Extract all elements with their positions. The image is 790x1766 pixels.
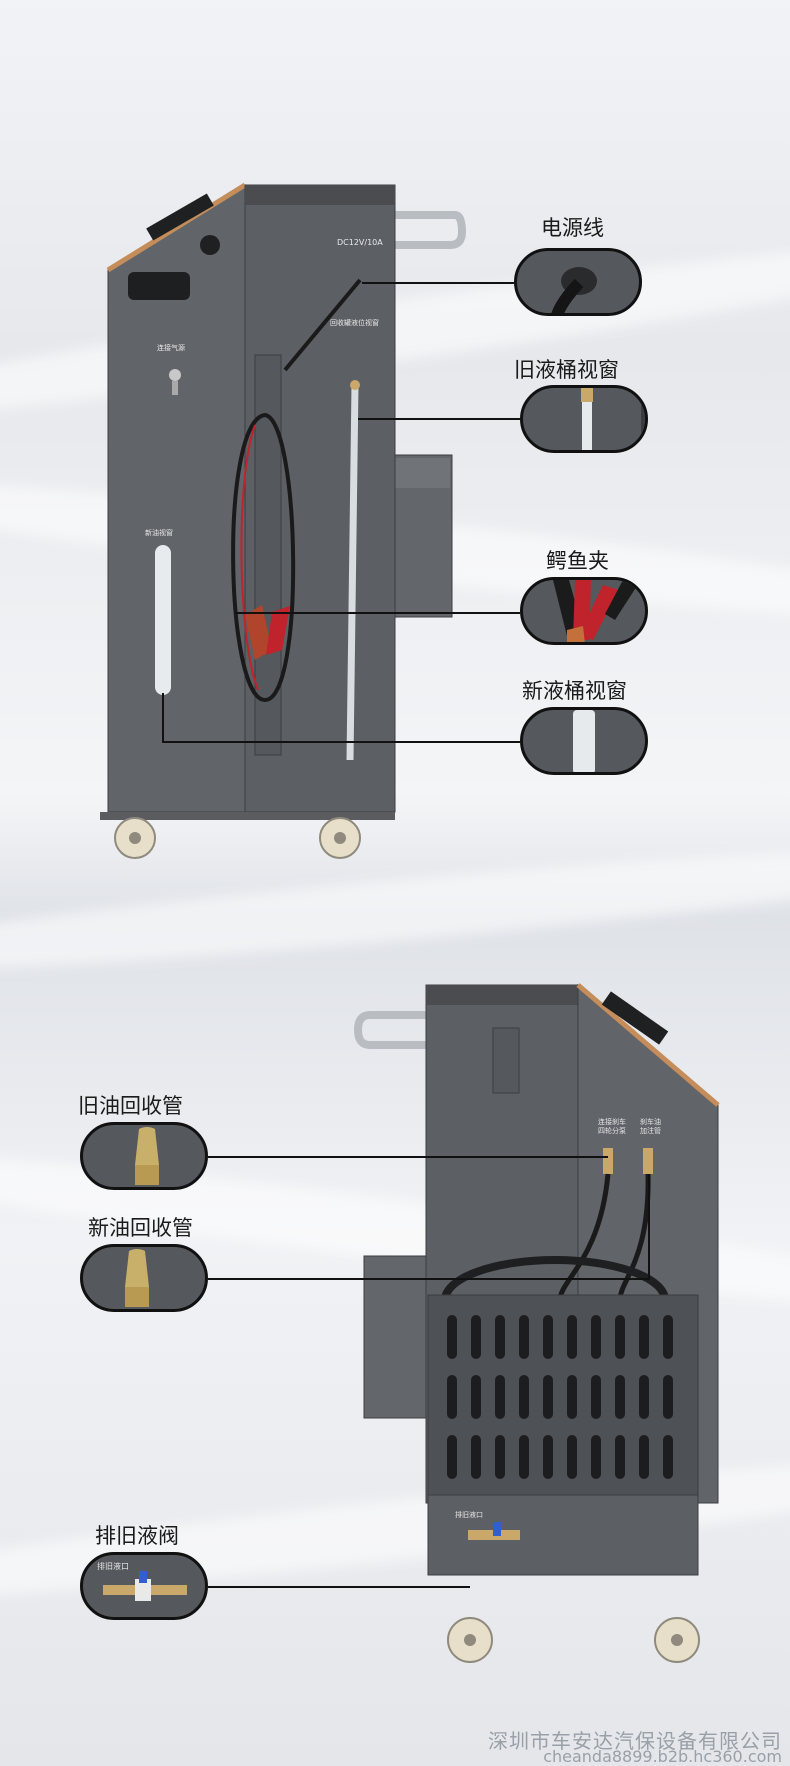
leader-old-oil-return — [208, 1156, 608, 1158]
callout-label-new-tank: 新液桶视窗 — [522, 679, 627, 703]
callout-alligator-clip — [520, 577, 648, 645]
callout-label-drain-valve: 排旧液阀 — [95, 1524, 179, 1548]
leader-new-tank-v — [162, 693, 164, 743]
callout-drain-port-text: 排旧液口 — [97, 1562, 129, 1571]
callout-new-tank — [520, 707, 648, 775]
callout-old-oil-return — [80, 1122, 208, 1190]
callout-old-tank — [520, 385, 648, 453]
air-inlet-label: 连接气源 — [157, 344, 185, 352]
leader-power-cord — [362, 282, 514, 284]
machine-rear-view: 连接刹车 四轮分泵 刹车油 加注管 排旧液口 旧油回收管 新油回收管 排旧液阀 … — [0, 880, 790, 1720]
leader-drain-valve — [208, 1586, 470, 1588]
callout-new-oil-return — [80, 1244, 208, 1312]
leader-alligator-clip — [235, 612, 520, 614]
connect-brake-label: 连接刹车 四轮分泵 — [598, 1118, 626, 1135]
leader-new-tank-h — [162, 741, 520, 743]
callout-drain-valve: 排旧液口 — [80, 1552, 208, 1620]
old-tank-detail-icon — [581, 388, 645, 450]
company-site: cheanda8899.b2b.hc360.com — [543, 1747, 782, 1766]
new-oil-fitting-detail-icon — [125, 1249, 149, 1307]
leader-new-oil-return-h — [208, 1278, 650, 1280]
power-cord-detail-icon — [551, 267, 597, 313]
drain-valve-detail-icon — [103, 1571, 187, 1601]
leader-old-tank — [358, 418, 520, 420]
leader-new-oil-return-v — [648, 1174, 650, 1280]
alligator-clip-detail-icon — [553, 580, 637, 642]
brake-fill-label: 刹车油 加注管 — [640, 1118, 661, 1135]
machine-side-view: DC12V/10A 连接气源 回收罐液位视窗 新油视窗 电源线 旧液桶视窗 鳄鱼… — [0, 0, 790, 880]
voltage-label: DC12V/10A — [337, 238, 383, 247]
new-tank-detail-icon — [573, 710, 595, 772]
machine-side-illustration — [100, 182, 467, 859]
callout-label-new-oil-return: 新油回收管 — [88, 1216, 193, 1240]
company-name: 深圳市车安达汽保设备有限公司 — [488, 1729, 782, 1753]
drain-port-label: 排旧液口 — [455, 1511, 483, 1519]
recovery-level-label: 回收罐液位视窗 — [330, 319, 379, 327]
callout-label-alligator-clip: 鳄鱼夹 — [546, 549, 609, 573]
callout-label-old-tank: 旧液桶视窗 — [514, 358, 619, 382]
callout-label-old-oil-return: 旧油回收管 — [78, 1094, 183, 1118]
new-oil-window-label: 新油视窗 — [145, 529, 173, 537]
callout-label-power-cord: 电源线 — [541, 216, 604, 240]
callout-power-cord — [514, 248, 642, 316]
old-oil-fitting-detail-icon — [135, 1127, 159, 1185]
